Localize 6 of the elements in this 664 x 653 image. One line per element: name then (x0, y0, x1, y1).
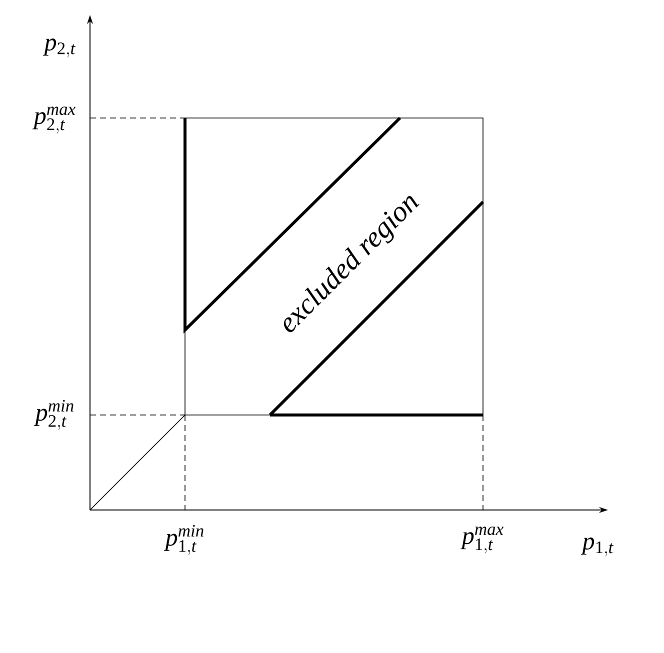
tick-label: $p_{1,t}^{max}$ (460, 526, 504, 554)
tick-label: $p_{1,t}^{min}$ (164, 524, 204, 556)
axis-label: $p_{2,t}$ (42, 38, 76, 58)
tick-label: $p_{2,t}^{max}$ (32, 106, 76, 134)
tick-label: $p_{2,t}^{min}$ (34, 400, 74, 430)
axis-label: $p_{1,t}$ (580, 538, 614, 556)
